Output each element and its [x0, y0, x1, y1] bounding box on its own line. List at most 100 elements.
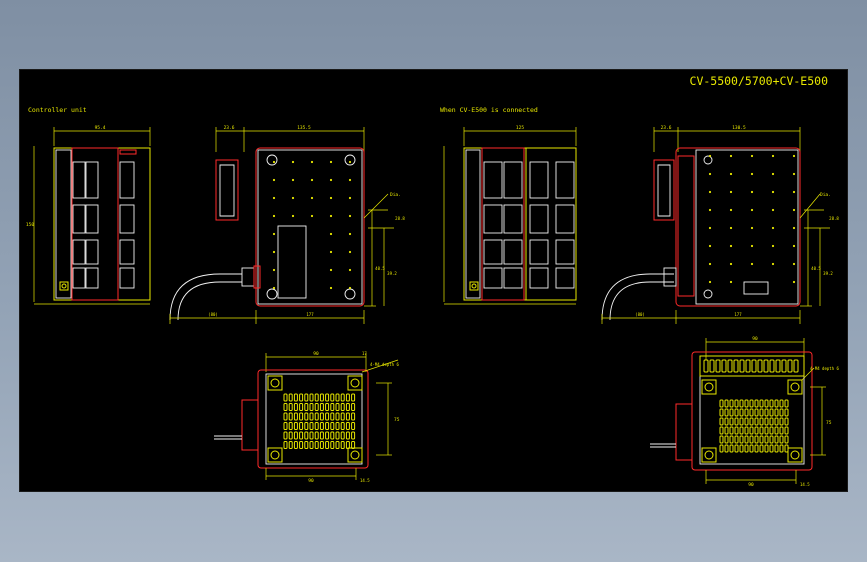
vent-slot	[719, 399, 724, 408]
vent-slot	[299, 422, 304, 430]
vent-slot	[304, 403, 309, 411]
vent-slot	[335, 403, 340, 411]
vent-slots-left	[283, 393, 356, 449]
vent-slot	[293, 412, 298, 421]
vent-slot	[719, 408, 724, 417]
vent-slot	[299, 412, 304, 421]
grid-dot	[729, 172, 733, 176]
vent-slot	[319, 431, 324, 440]
vent-slot	[351, 403, 356, 411]
vent-slot	[744, 435, 749, 444]
vent-slot	[340, 441, 345, 449]
dim-bottom-top-left: 90	[313, 351, 319, 357]
vent-slot	[330, 393, 335, 402]
vent-slot	[775, 359, 781, 373]
vent-slot	[288, 393, 293, 402]
dim-bottom-lower-left: 90	[308, 478, 314, 484]
grid-dot	[750, 190, 754, 194]
grid-dot	[329, 214, 333, 218]
vent-slot	[759, 435, 764, 444]
vent-slot	[288, 412, 293, 421]
vent-slot	[779, 417, 784, 426]
vent-slot	[759, 444, 764, 453]
vent-slot	[721, 359, 727, 373]
vent-slot	[774, 444, 779, 453]
vent-slot	[325, 412, 330, 421]
vent-slot	[351, 393, 356, 402]
vent-slot	[345, 431, 350, 440]
vent-slot	[769, 444, 774, 453]
grid-dot	[708, 154, 712, 158]
grid-dot	[771, 190, 775, 194]
grid-dot	[348, 196, 352, 200]
vent-slot	[304, 393, 309, 402]
grid-dot	[291, 178, 295, 182]
vent-slot	[749, 444, 754, 453]
front-view-left: 95.4 150	[26, 125, 151, 305]
grid-dot	[708, 226, 712, 230]
dim-side-bottom-right-b: 177	[734, 312, 742, 317]
vent-slot	[779, 426, 784, 435]
grid-dot	[750, 226, 754, 230]
vent-slot	[754, 399, 759, 408]
vent-slot	[340, 393, 345, 402]
vent-slot	[749, 426, 754, 435]
grid-dot	[272, 214, 276, 218]
grid-dot	[272, 160, 276, 164]
vent-slot	[754, 408, 759, 417]
grid-dot	[792, 226, 796, 230]
vent-slot	[314, 412, 319, 421]
grid-dot	[329, 268, 333, 272]
grid-dot	[729, 280, 733, 284]
grid-dot	[729, 208, 733, 212]
vent-slot	[749, 435, 754, 444]
vent-slot	[754, 435, 759, 444]
grid-dot	[329, 178, 333, 182]
bottom-view-right: 90 4-M4 depth 6 75 90 14.5	[650, 336, 839, 488]
vent-slot	[784, 408, 789, 417]
grid-dot	[792, 154, 796, 158]
vent-slot	[719, 417, 724, 426]
vent-slot	[774, 426, 779, 435]
vent-slot	[751, 359, 757, 373]
vent-slot	[304, 422, 309, 430]
cad-viewport[interactable]: CV-5500/5700+CV-E500 Controller unit Whe…	[20, 70, 847, 491]
vent-slot	[319, 393, 324, 402]
dim-bottom-lower-right: 90	[748, 482, 754, 488]
vent-slot	[734, 399, 739, 408]
vent-slot	[744, 426, 749, 435]
vent-slot	[763, 359, 769, 373]
vent-slot	[309, 431, 314, 440]
bottom-view-left: 90 17 4-M4 depth 6 75 90 14.5	[214, 351, 400, 484]
vent-slot	[299, 393, 304, 402]
grid-dot	[272, 286, 276, 290]
vent-slot	[759, 417, 764, 426]
note-holes-left: 4-M4 depth 6	[370, 362, 399, 367]
vent-slot	[764, 435, 769, 444]
vent-slot	[769, 399, 774, 408]
vent-slot	[734, 444, 739, 453]
vent-slot	[724, 426, 729, 435]
drawing-title: CV-5500/5700+CV-E500	[690, 74, 829, 88]
dim-bottom-top-right-left: 17	[362, 351, 367, 356]
vent-slot	[787, 359, 793, 373]
front-view-right: 125	[443, 125, 577, 305]
vent-slot	[304, 431, 309, 440]
vent-slot	[745, 359, 751, 373]
dim-side-width-left: 135.5	[297, 125, 311, 131]
vent-slot	[345, 403, 350, 411]
grid-dot	[291, 214, 295, 218]
vent-slot	[784, 435, 789, 444]
side-view-left: 23.6 135.5 40.5 39.2 28.8 Dia. (80) 177	[169, 125, 405, 324]
dim-front-height-left: 150	[26, 222, 34, 228]
vent-slot	[724, 417, 729, 426]
dim-side-height-c-right: 28.8	[829, 216, 839, 221]
vent-slot	[757, 359, 763, 373]
vent-slot	[734, 408, 739, 417]
label-controller-unit: Controller unit	[28, 106, 87, 114]
vent-slot	[779, 408, 784, 417]
vent-slot	[314, 422, 319, 430]
grid-dot	[329, 286, 333, 290]
grid-dot	[771, 226, 775, 230]
vent-slot	[774, 399, 779, 408]
